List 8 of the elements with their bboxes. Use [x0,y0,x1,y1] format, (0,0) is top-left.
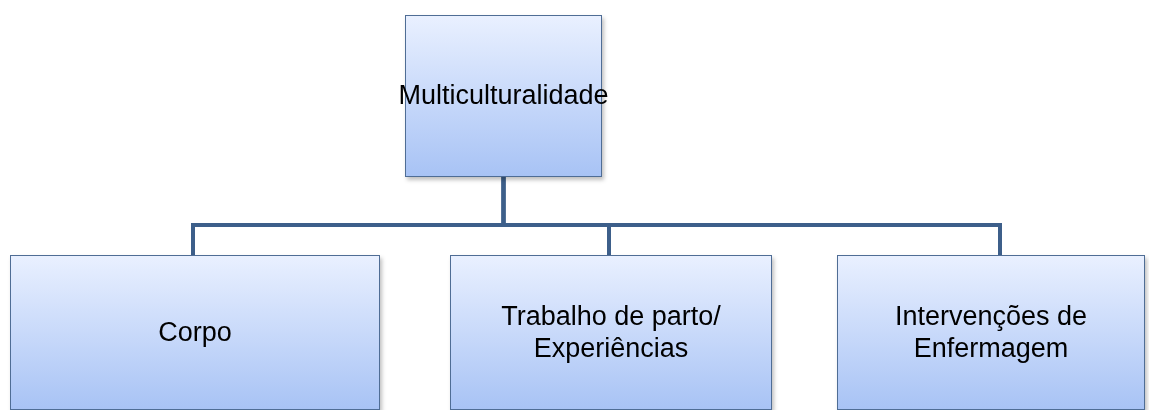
connector-line [501,177,1002,255]
text-box [450,255,772,410]
node-label: Trabalho de parto/ Experiências [500,301,722,364]
node-label: Corpo [158,316,232,348]
node-label: Multiculturalidade [398,80,609,112]
node-label: Intervenções de Enfermagem [893,301,1089,364]
text-box [10,255,380,410]
text-box [837,255,1145,410]
